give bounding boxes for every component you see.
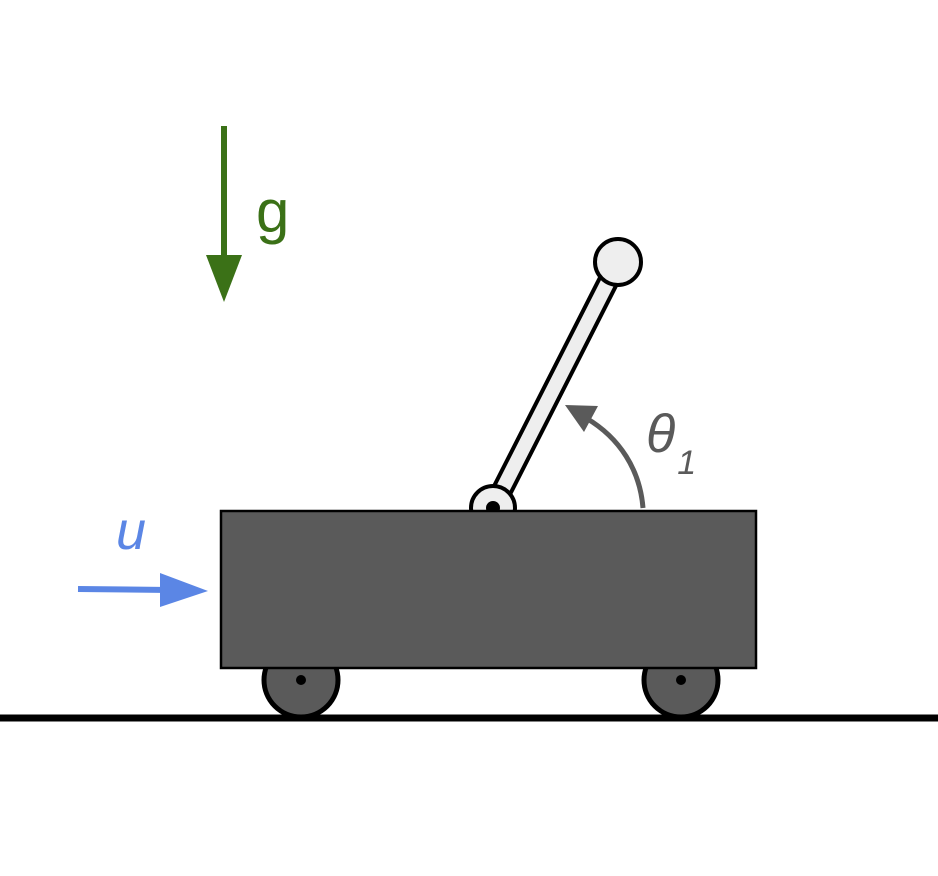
control-input-label: u [116, 501, 146, 561]
pendulum-bob [593, 237, 643, 287]
angle-symbol: θ [646, 404, 675, 464]
gravity-arrow-icon [206, 126, 242, 302]
cart-body [219, 509, 758, 670]
pendulum-pole [482, 251, 629, 519]
angle-label: θ1 [646, 404, 696, 482]
angle-arc-icon [565, 405, 646, 509]
force-arrow-icon [77, 573, 208, 607]
gravity-label: g [256, 178, 289, 245]
angle-subscript: 1 [677, 444, 696, 482]
